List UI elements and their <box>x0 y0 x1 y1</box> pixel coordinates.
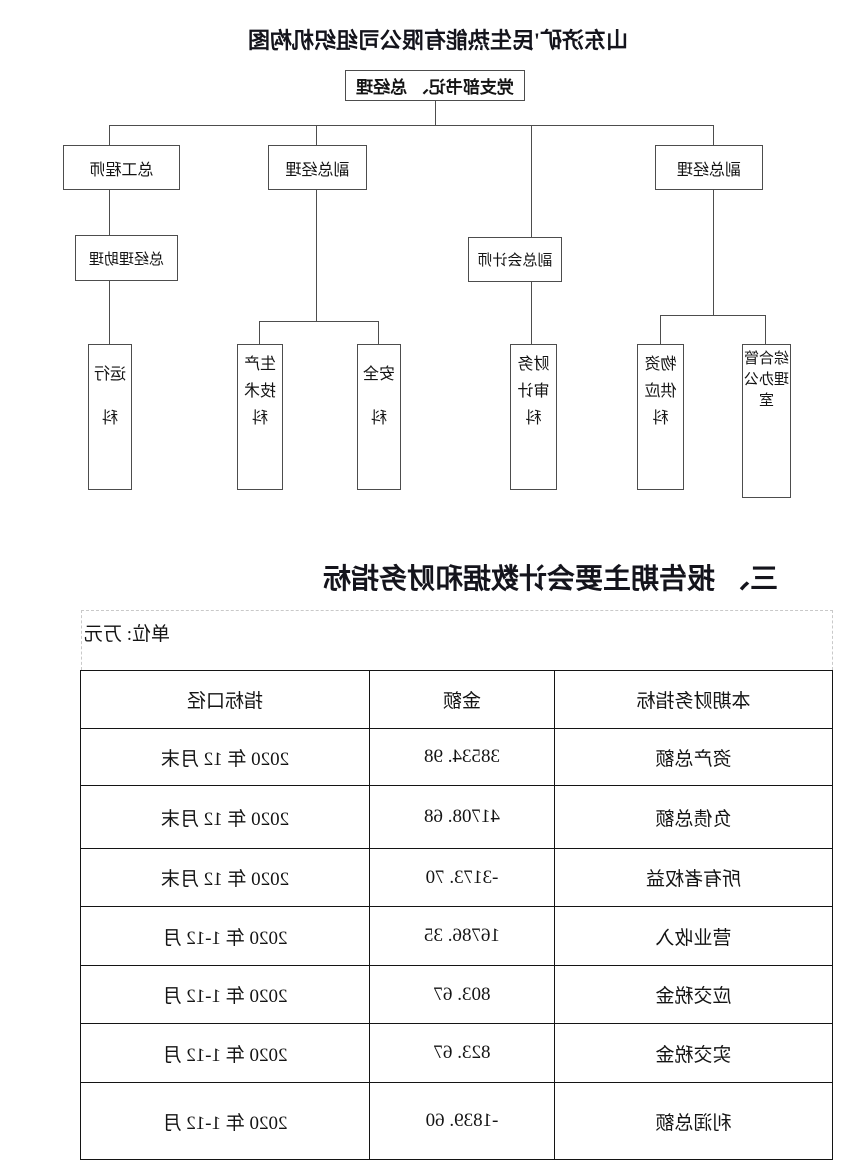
connector-line <box>259 321 260 344</box>
org-box-materials-supply: 物资供应科 <box>637 344 684 490</box>
cell-period: 2020 年 1-12 月 <box>80 965 370 1024</box>
cell-indicator: 利润总额 <box>554 1082 833 1160</box>
cell-indicator: 应交税金 <box>554 965 833 1024</box>
section-heading: 三、 报告期主要会计数据和财务指标 <box>322 564 778 595</box>
cell-amount: -1839. 60 <box>369 1082 555 1160</box>
column-header-amount: 金额 <box>369 670 555 729</box>
cell-amount: 16786. 35 <box>369 906 555 966</box>
cell-indicator: 资产总额 <box>554 728 833 786</box>
connector-line <box>260 321 379 322</box>
org-chart-title: 山东济矿'民生热能有限公司组织机构图 <box>247 28 629 53</box>
cell-period: 2020 年 12 月末 <box>80 785 370 849</box>
cell-period: 2020 年 12 月末 <box>80 728 370 786</box>
connector-line <box>660 315 661 344</box>
org-box-deputy-gm-mid: 副总经理 <box>268 145 367 190</box>
cell-amount: 41708. 68 <box>369 785 555 849</box>
table-row: 营业收入 16786. 35 2020 年 1-12 月 <box>80 906 833 966</box>
cell-indicator: 实交税金 <box>554 1023 833 1083</box>
cell-amount: 38534. 98 <box>369 728 555 786</box>
org-box-gm-assistant: 总经理助理 <box>75 235 178 281</box>
table-row: 所有者权益 -3173. 70 2020 年 12 月末 <box>80 848 833 907</box>
org-box-root: 党支部书记、 总经理 <box>345 70 525 101</box>
org-box-operation: 运行科 <box>88 344 132 490</box>
org-box-finance-audit: 财务审计科 <box>510 344 557 490</box>
table-row: 负债总额 41708. 68 2020 年 12 月末 <box>80 785 833 849</box>
cell-amount: -3173. 70 <box>369 848 555 907</box>
cell-period: 2020 年 1-12 月 <box>80 906 370 966</box>
connector-line <box>435 101 436 125</box>
table-row: 实交税金 823. 67 2020 年 1-12 月 <box>80 1023 833 1083</box>
connector-line <box>765 315 766 344</box>
cell-amount: 803. 67 <box>369 965 555 1024</box>
table-row: 应交税金 803. 67 2020 年 1-12 月 <box>80 965 833 1024</box>
cell-indicator: 所有者权益 <box>554 848 833 907</box>
cell-period: 2020 年 1-12 月 <box>80 1023 370 1083</box>
table-row: 利润总额 -1839. 60 2020 年 1-12 月 <box>80 1082 833 1160</box>
connector-line <box>109 125 714 126</box>
org-box-deputy-chief-accountant: 副总会计师 <box>468 237 562 282</box>
org-box-production-tech: 生产技术科 <box>237 344 283 490</box>
org-box-safety: 安全科 <box>357 344 401 490</box>
column-header-period: 指标口径 <box>80 670 370 729</box>
org-box-deputy-gm-left: 副总经理 <box>655 145 763 190</box>
connector-line <box>661 315 766 316</box>
financial-indicators-table: 本期财务指标 金额 指标口径 资产总额 38534. 98 2020 年 12 … <box>80 670 833 1160</box>
unit-note: 单位: 万元 <box>84 624 171 645</box>
org-box-comprehensive-office: 综合管理办公室 <box>742 344 791 498</box>
table-row: 资产总额 38534. 98 2020 年 12 月末 <box>80 728 833 786</box>
connector-line <box>531 125 532 344</box>
connector-line <box>378 321 379 344</box>
cell-period: 2020 年 1-12 月 <box>80 1082 370 1160</box>
org-box-chief-engineer: 总工程师 <box>63 145 180 190</box>
cell-indicator: 营业收入 <box>554 906 833 966</box>
cell-indicator: 负债总额 <box>554 785 833 849</box>
table-header-row: 本期财务指标 金额 指标口径 <box>80 670 833 729</box>
cell-period: 2020 年 12 月末 <box>80 848 370 907</box>
cell-amount: 823. 67 <box>369 1023 555 1083</box>
column-header-indicator: 本期财务指标 <box>554 670 833 729</box>
